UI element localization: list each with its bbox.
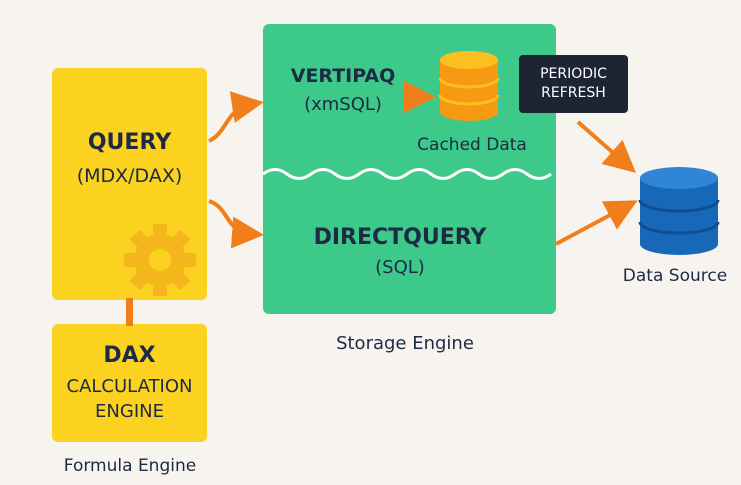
data-source-label: Data Source <box>622 266 728 286</box>
wave-divider <box>262 168 552 180</box>
query-title: QUERY <box>87 130 172 155</box>
arrow-to-directquery <box>208 199 264 249</box>
storage-engine-box <box>263 24 556 314</box>
cached-data-label: Cached Data <box>417 135 527 155</box>
gear-icon <box>124 224 196 296</box>
dax-title: DAX <box>103 343 156 368</box>
vertipaq-subtitle: (xmSQL) <box>304 94 382 115</box>
arrow-to-vertipaq <box>207 91 264 143</box>
formula-engine-caption: Formula Engine <box>63 456 197 476</box>
directquery-title: DIRECTQUERY <box>313 225 487 250</box>
query-subtitle: (MDX/DAX) <box>76 165 183 187</box>
vertipaq-title: VERTIPAQ <box>290 65 396 87</box>
storage-engine-caption: Storage Engine <box>336 333 474 354</box>
periodic-refresh-label: PERIODIC REFRESH <box>519 55 628 113</box>
dax-subtitle: CALCULATION ENGINE <box>66 376 193 422</box>
arrow-refresh-to-source <box>576 120 637 173</box>
data-source-database-icon <box>638 167 720 255</box>
arrow-directquery-to-source <box>555 200 638 246</box>
directquery-subtitle: (SQL) <box>375 257 425 278</box>
dax-calculation-engine-box <box>52 324 207 442</box>
formula-connector <box>126 298 133 326</box>
cache-database-icon <box>438 51 500 121</box>
